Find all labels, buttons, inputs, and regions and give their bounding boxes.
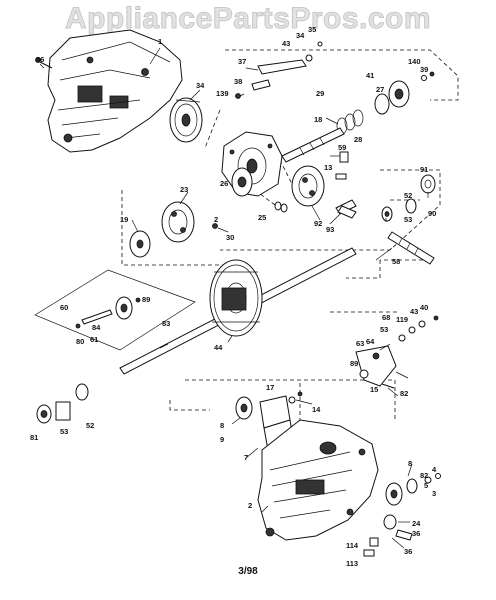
callout-label: 113 <box>346 559 358 568</box>
left-washers <box>36 383 89 424</box>
callout-label: 82 <box>400 389 408 398</box>
callout-label: 19 <box>120 215 128 224</box>
callout-label: 60 <box>60 303 68 312</box>
callout-label: 13 <box>324 163 332 172</box>
callout-label: 35 <box>308 25 316 34</box>
callout-label: 52 <box>404 191 412 200</box>
callout-label: 36 <box>412 529 420 538</box>
callout-label: 34 <box>296 31 305 40</box>
callout-label: 34 <box>196 81 205 90</box>
callout-label: 8 <box>220 421 224 430</box>
callout-label: 15 <box>370 385 378 394</box>
callout-label: 14 <box>312 405 321 414</box>
callout-label: 53 <box>60 427 68 436</box>
callout-label: 9 <box>220 435 224 444</box>
callout-label: 119 <box>396 315 408 324</box>
callout-label: 114 <box>346 541 359 550</box>
callout-label: 4 <box>432 465 437 474</box>
callout-label: 43 <box>410 307 418 316</box>
callout-label: 8 <box>408 459 412 468</box>
watermark: AppliancePartsPros.com <box>64 2 432 36</box>
callout-label: 7 <box>244 453 248 462</box>
callout-label: 52 <box>86 421 94 430</box>
ring-gear <box>209 259 263 337</box>
shift-fork-cluster <box>355 315 439 389</box>
callout-label: 80 <box>76 337 84 346</box>
callout-label: 41 <box>366 71 374 80</box>
callout-label: 26 <box>220 179 228 188</box>
subkit-box <box>34 269 196 351</box>
callout-label: 139 <box>216 89 229 98</box>
input-shaft <box>281 127 345 163</box>
callout-label: 43 <box>282 39 290 48</box>
upper-housing <box>35 29 183 153</box>
callout-label: 140 <box>408 57 421 66</box>
callout-label: 84 <box>92 323 101 332</box>
callout-label: 39 <box>420 65 428 74</box>
callout-label: 58 <box>392 257 400 266</box>
bottom-hardware <box>363 537 379 557</box>
top-gear-stack <box>336 71 435 135</box>
diagram-date-code: 3/98 <box>238 566 258 577</box>
callout-label: 25 <box>258 213 266 222</box>
callout-label: 38 <box>234 77 242 86</box>
callout-label: 1 <box>158 37 162 46</box>
brake-assembly <box>235 391 303 451</box>
callout-label: 40 <box>420 303 428 312</box>
callout-label: 92 <box>314 219 322 228</box>
callout-label: 89 <box>350 359 358 368</box>
gear-cluster <box>129 167 253 258</box>
callout-label: 83 <box>162 319 170 328</box>
differential-gear <box>291 165 357 215</box>
callout-label: 91 <box>420 165 428 174</box>
callout-label: 53 <box>380 325 388 334</box>
callout-label: 81 <box>30 433 38 442</box>
callout-label: 61 <box>90 335 98 344</box>
callout-label: 44 <box>214 343 223 352</box>
callout-label: 2 <box>248 501 252 510</box>
pinion-shaft <box>387 231 435 265</box>
callout-label: 93 <box>326 225 334 234</box>
callout-label: 3 <box>432 489 436 498</box>
callout-label: 27 <box>376 85 384 94</box>
callout-label: 89 <box>142 295 150 304</box>
callout-label: 59 <box>338 143 346 152</box>
small-hardware <box>274 201 357 219</box>
callout-label: 5 <box>424 481 428 490</box>
callout-label: 56 <box>36 55 44 64</box>
callout-label: 2 <box>214 215 218 224</box>
callout-label: 30 <box>226 233 234 242</box>
leader-lines <box>39 47 429 549</box>
callout-label: 90 <box>428 209 436 218</box>
callout-label: 53 <box>404 215 412 224</box>
callout-labels: 56 1 34 37 139 38 43 34 35 140 39 41 27 … <box>30 25 437 568</box>
callout-label: 68 <box>382 313 390 322</box>
callout-label: 18 <box>314 115 322 124</box>
lower-housing <box>257 419 379 541</box>
assembly-guide-lines <box>121 49 459 430</box>
callout-label: 63 <box>356 339 364 348</box>
callout-label: 24 <box>412 519 421 528</box>
callout-label: 64 <box>366 337 375 346</box>
output-parts <box>383 473 441 541</box>
shift-linkage <box>235 41 323 99</box>
subkit-contents <box>75 296 141 329</box>
callout-label: 37 <box>238 57 246 66</box>
callout-label: 28 <box>354 135 362 144</box>
callout-label: 17 <box>266 383 274 392</box>
pulley <box>169 97 203 143</box>
callout-label: 82 <box>420 471 428 480</box>
callout-label: 23 <box>180 185 188 194</box>
callout-label: 36 <box>404 547 412 556</box>
callout-label: 29 <box>316 89 324 98</box>
